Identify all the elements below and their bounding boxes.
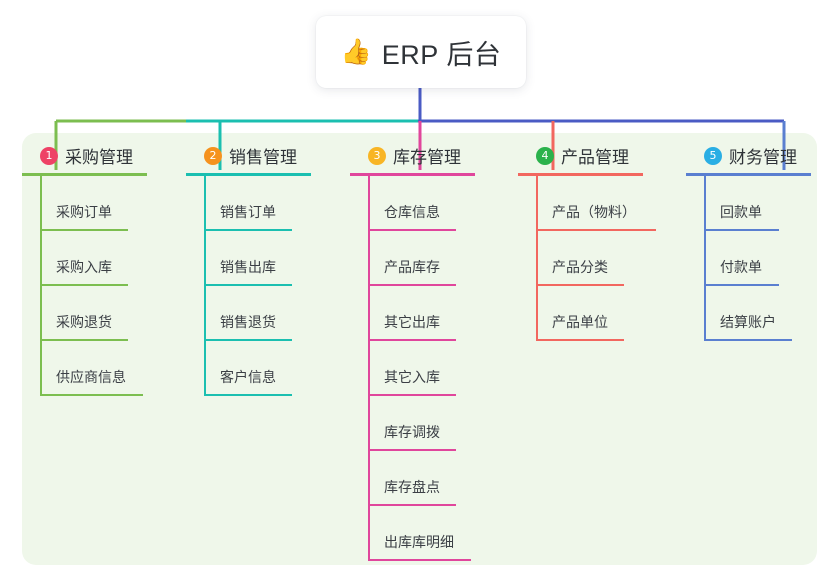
column-spine-5 [704,176,706,341]
column-rule-1 [22,173,147,176]
list-item[interactable]: 采购订单 [40,176,128,231]
list-item-label: 销售出库 [220,259,276,275]
diagram-panel [22,133,817,565]
column-title-3: 库存管理 [393,148,461,167]
list-item[interactable]: 产品分类 [536,231,624,286]
list-item[interactable]: 付款单 [704,231,779,286]
list-item-underline [204,229,292,231]
page-title: ERP 后台 [381,39,502,70]
list-item-label: 产品单位 [552,314,608,330]
column-header-4[interactable]: 4 产品管理 [536,143,629,168]
list-item-label: 产品库存 [384,259,440,275]
list-item-label: 结算账户 [720,314,776,330]
list-item[interactable]: 产品库存 [368,231,456,286]
list-item-label: 库存调拨 [384,424,440,440]
list-item[interactable]: 仓库信息 [368,176,456,231]
list-item-underline [204,394,292,396]
list-item-underline [368,559,471,561]
list-item[interactable]: 产品（物料） [536,176,656,231]
list-item-label: 客户信息 [220,369,276,385]
list-item-underline [368,449,456,451]
list-item-underline [536,284,624,286]
list-item-underline [536,339,624,341]
column-badge-1: 1 [40,146,58,165]
column-header-1[interactable]: 1 采购管理 [40,143,133,168]
list-item-underline [40,284,128,286]
column-badge-5: 5 [704,146,722,165]
list-item-label: 仓库信息 [384,204,440,220]
list-item-underline [204,339,292,341]
column-title-5: 财务管理 [729,148,797,167]
list-item[interactable]: 出库库明细 [368,506,471,561]
list-item-label: 库存盘点 [384,479,440,495]
list-item-label: 出库库明细 [384,534,454,550]
list-item-underline [368,284,456,286]
root-node-card[interactable]: 👍 ERP 后台 [316,16,526,88]
column-title-2: 销售管理 [229,148,297,167]
list-item-underline [368,229,456,231]
list-item-label: 销售订单 [220,204,276,220]
column-rule-4 [518,173,643,176]
column-spine-1 [40,176,42,396]
column-container: 1 采购管理采购订单采购入库采购退货供应商信息 2 销售管理销售订单销售出库销售退货客… [22,133,817,565]
column-badge-3: 3 [368,146,386,165]
list-item-underline [40,394,143,396]
list-item-underline [40,229,128,231]
list-item[interactable]: 销售订单 [204,176,292,231]
list-item[interactable]: 产品单位 [536,286,624,341]
column-spine-4 [536,176,538,341]
list-item-underline [40,339,128,341]
list-item-underline [204,284,292,286]
list-item-label: 付款单 [720,259,762,275]
column-header-2[interactable]: 2 销售管理 [204,143,297,168]
list-item-label: 产品（物料） [552,204,636,220]
list-item[interactable]: 供应商信息 [40,341,143,396]
list-item[interactable]: 采购退货 [40,286,128,341]
list-item-underline [704,339,792,341]
root-node-content: 👍 ERP 后台 [341,33,502,72]
list-item-label: 产品分类 [552,259,608,275]
list-item-label: 采购订单 [56,204,112,220]
column-title-1: 采购管理 [65,148,133,167]
column-rule-3 [350,173,475,176]
list-item-underline [704,229,779,231]
list-item-underline [368,394,456,396]
list-item[interactable]: 结算账户 [704,286,792,341]
list-item-label: 其它出库 [384,314,440,330]
list-item[interactable]: 库存盘点 [368,451,456,506]
list-item-label: 回款单 [720,204,762,220]
list-item[interactable]: 销售退货 [204,286,292,341]
list-item[interactable]: 销售出库 [204,231,292,286]
list-item-label: 其它入库 [384,369,440,385]
list-item[interactable]: 其它出库 [368,286,456,341]
list-item-underline [368,504,456,506]
column-badge-2: 2 [204,146,222,165]
list-item-underline [368,339,456,341]
column-badge-4: 4 [536,146,554,165]
list-item[interactable]: 库存调拨 [368,396,456,451]
list-item-label: 采购入库 [56,259,112,275]
column-spine-3 [368,176,370,561]
list-item-label: 采购退货 [56,314,112,330]
list-item-underline [704,284,779,286]
list-item[interactable]: 客户信息 [204,341,292,396]
column-rule-5 [686,173,811,176]
column-rule-2 [186,173,311,176]
column-header-5[interactable]: 5 财务管理 [704,143,797,168]
thumbs-up-icon: 👍 [340,37,372,66]
list-item[interactable]: 回款单 [704,176,779,231]
list-item[interactable]: 采购入库 [40,231,128,286]
list-item-label: 销售退货 [220,314,276,330]
column-spine-2 [204,176,206,396]
list-item[interactable]: 其它入库 [368,341,456,396]
column-header-3[interactable]: 3 库存管理 [368,143,461,168]
list-item-label: 供应商信息 [56,369,126,385]
list-item-underline [536,229,656,231]
column-title-4: 产品管理 [561,148,629,167]
